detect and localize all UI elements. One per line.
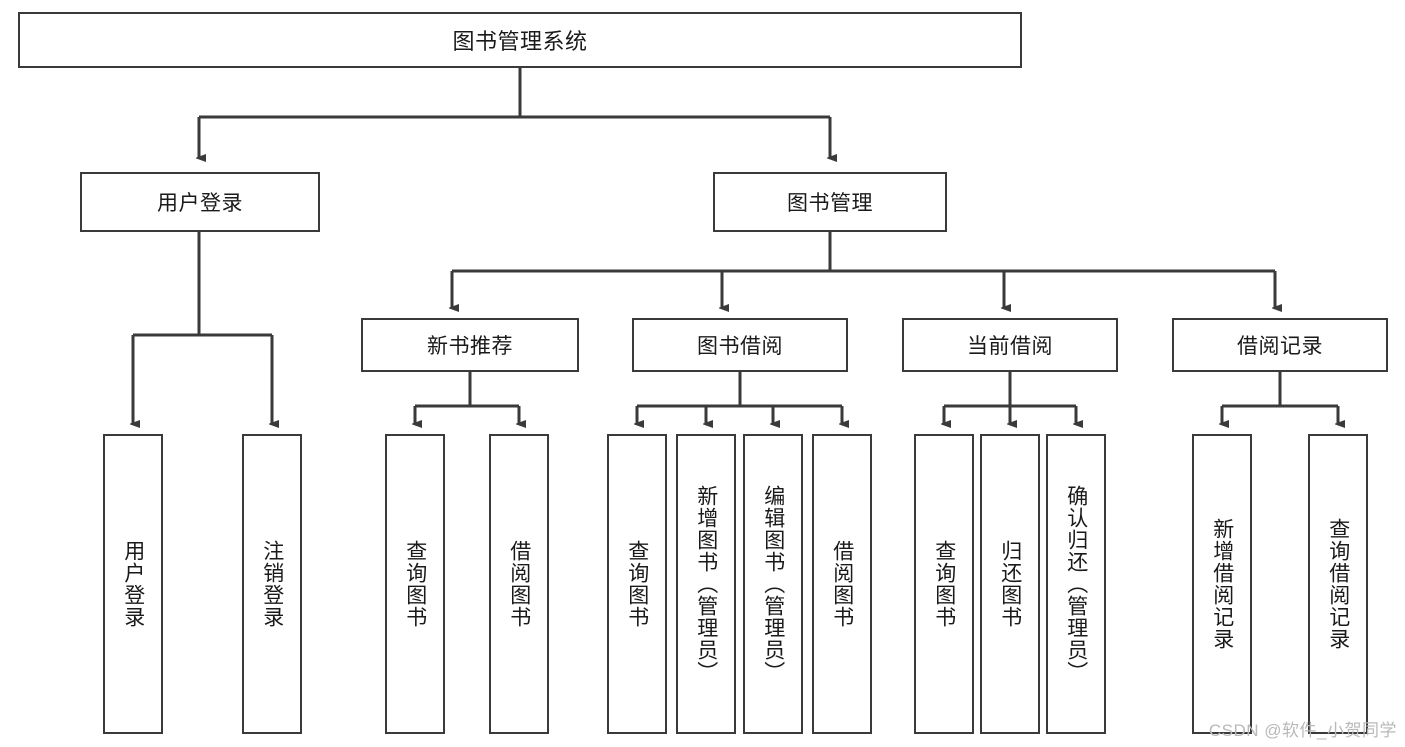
node-new-book-recommend[interactable]: 新书推荐	[361, 318, 579, 372]
node-root-label: 图书管理系统	[452, 29, 588, 54]
leaf-edit-book-label: 编辑图书（管理员）	[761, 485, 785, 683]
leaf-confirm-return-label: 确认归还（管理员）	[1064, 485, 1088, 683]
leaf-borrow-book-2-label: 借阅图书	[830, 540, 854, 628]
leaf-query-book-1-label: 查询图书	[403, 540, 427, 628]
node-borrow-record-label: 借阅记录	[1237, 335, 1323, 358]
leaf-query-book-3[interactable]: 查询图书	[914, 434, 974, 734]
leaf-logout-login[interactable]: 注销登录	[242, 434, 302, 734]
leaf-query-record[interactable]: 查询借阅记录	[1308, 434, 1368, 734]
node-user-login[interactable]: 用户登录	[80, 172, 320, 232]
node-book-borrow-label: 图书借阅	[697, 335, 783, 358]
node-book-management[interactable]: 图书管理	[713, 172, 947, 232]
leaf-return-book-label: 归还图书	[998, 540, 1022, 628]
leaf-add-record-label: 新增借阅记录	[1210, 518, 1234, 650]
node-current-borrow-label: 当前借阅	[967, 335, 1053, 358]
node-borrow-record[interactable]: 借阅记录	[1172, 318, 1388, 372]
leaf-edit-book[interactable]: 编辑图书（管理员）	[743, 434, 803, 734]
node-root[interactable]: 图书管理系统	[18, 12, 1022, 68]
node-user-login-label: 用户登录	[157, 192, 243, 215]
node-book-borrow[interactable]: 图书借阅	[632, 318, 848, 372]
leaf-confirm-return[interactable]: 确认归还（管理员）	[1046, 434, 1106, 734]
node-book-management-label: 图书管理	[787, 192, 873, 215]
leaf-query-book-2-label: 查询图书	[625, 540, 649, 628]
leaf-query-book-1[interactable]: 查询图书	[385, 434, 445, 734]
leaf-add-book-label: 新增图书（管理员）	[694, 485, 718, 683]
leaf-user-login[interactable]: 用户登录	[103, 434, 163, 734]
node-new-book-recommend-label: 新书推荐	[427, 335, 513, 358]
leaf-borrow-book-1[interactable]: 借阅图书	[489, 434, 549, 734]
leaf-user-login-label: 用户登录	[121, 540, 145, 628]
leaf-query-book-3-label: 查询图书	[932, 540, 956, 628]
leaf-query-record-label: 查询借阅记录	[1326, 518, 1350, 650]
csdn-watermark: CSDN @软件_小贺同学	[1208, 721, 1397, 740]
leaf-add-book[interactable]: 新增图书（管理员）	[676, 434, 736, 734]
node-current-borrow[interactable]: 当前借阅	[902, 318, 1118, 372]
leaf-return-book[interactable]: 归还图书	[980, 434, 1040, 734]
leaf-borrow-book-1-label: 借阅图书	[507, 540, 531, 628]
leaf-borrow-book-2[interactable]: 借阅图书	[812, 434, 872, 734]
leaf-query-book-2[interactable]: 查询图书	[607, 434, 667, 734]
leaf-add-record[interactable]: 新增借阅记录	[1192, 434, 1252, 734]
leaf-logout-login-label: 注销登录	[260, 540, 284, 628]
